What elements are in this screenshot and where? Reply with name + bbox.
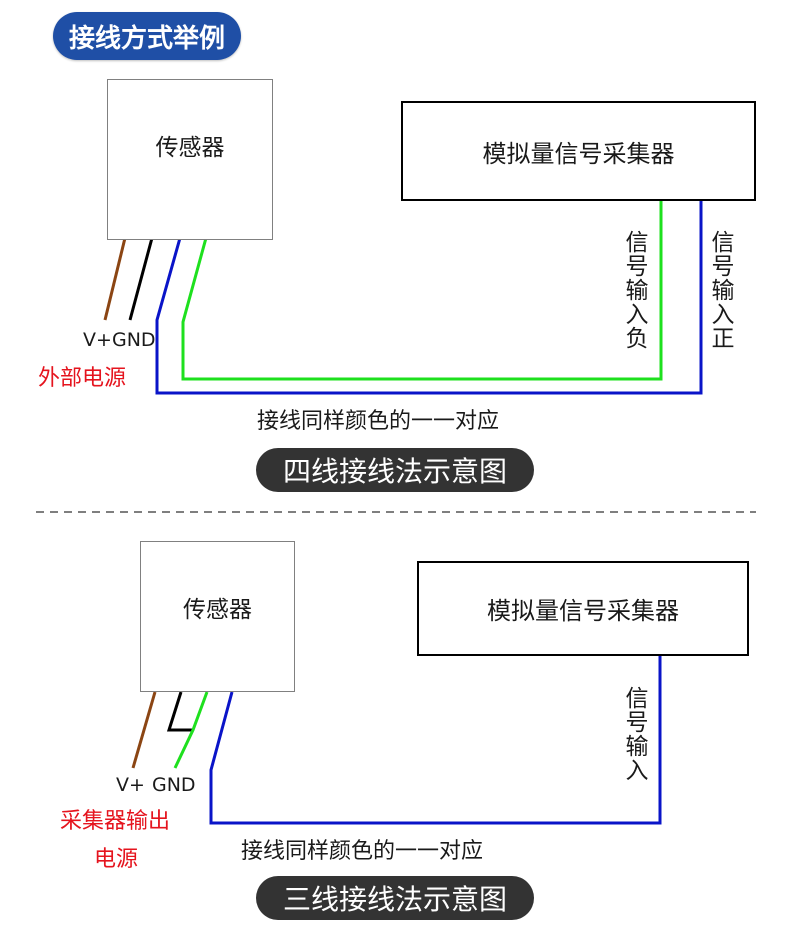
page-title: 接线方式举例 xyxy=(53,12,241,60)
signal-neg-label: 信号输入负 xyxy=(621,230,647,350)
vplus-label-3wire: V+ xyxy=(116,774,145,796)
power-label-3wire-line1: 采集器输出 xyxy=(60,809,171,834)
wire-green-gnd-3wire xyxy=(173,691,209,769)
collector-label: 模拟量信号采集器 xyxy=(482,139,675,168)
sensor-label: 传感器 xyxy=(155,135,225,161)
gnd-label-4wire: GND xyxy=(112,329,156,351)
sensor-label: 传感器 xyxy=(183,597,252,623)
caption-three-wire: 三线接线法示意图 xyxy=(256,876,534,920)
wire-green-signal-neg-4wire xyxy=(181,199,663,381)
wire-blue-signal-pos-4wire xyxy=(155,199,703,395)
wire-blue-signal-3wire xyxy=(209,655,662,825)
wire-brown-vplus-4wire xyxy=(103,237,127,321)
gnd-label-3wire: GND xyxy=(152,774,196,796)
collector-box-3wire: 模拟量信号采集器 xyxy=(417,561,749,656)
power-label-4wire: 外部电源 xyxy=(38,366,127,391)
power-label-3wire-line2: 电源 xyxy=(94,847,139,872)
wire-black-gnd-4wire xyxy=(128,237,154,321)
color-match-note-4wire: 接线同样颜色的一一对应 xyxy=(257,409,500,434)
collector-box-4wire: 模拟量信号采集器 xyxy=(401,101,756,201)
wire-brown-vplus-3wire xyxy=(131,691,157,769)
signal-pos-label: 信号输入正 xyxy=(707,230,733,350)
vplus-label-4wire: V+ xyxy=(83,329,112,351)
caption-four-wire: 四线接线法示意图 xyxy=(256,448,534,492)
sensor-box-3wire: 传感器 xyxy=(140,541,295,692)
color-match-note-3wire: 接线同样颜色的一一对应 xyxy=(241,839,484,864)
wire-black-bridge-3wire xyxy=(166,691,193,732)
signal-input-label: 信号输入 xyxy=(621,686,647,782)
sensor-box-4wire: 传感器 xyxy=(107,79,273,240)
collector-label: 模拟量信号采集器 xyxy=(487,597,679,625)
